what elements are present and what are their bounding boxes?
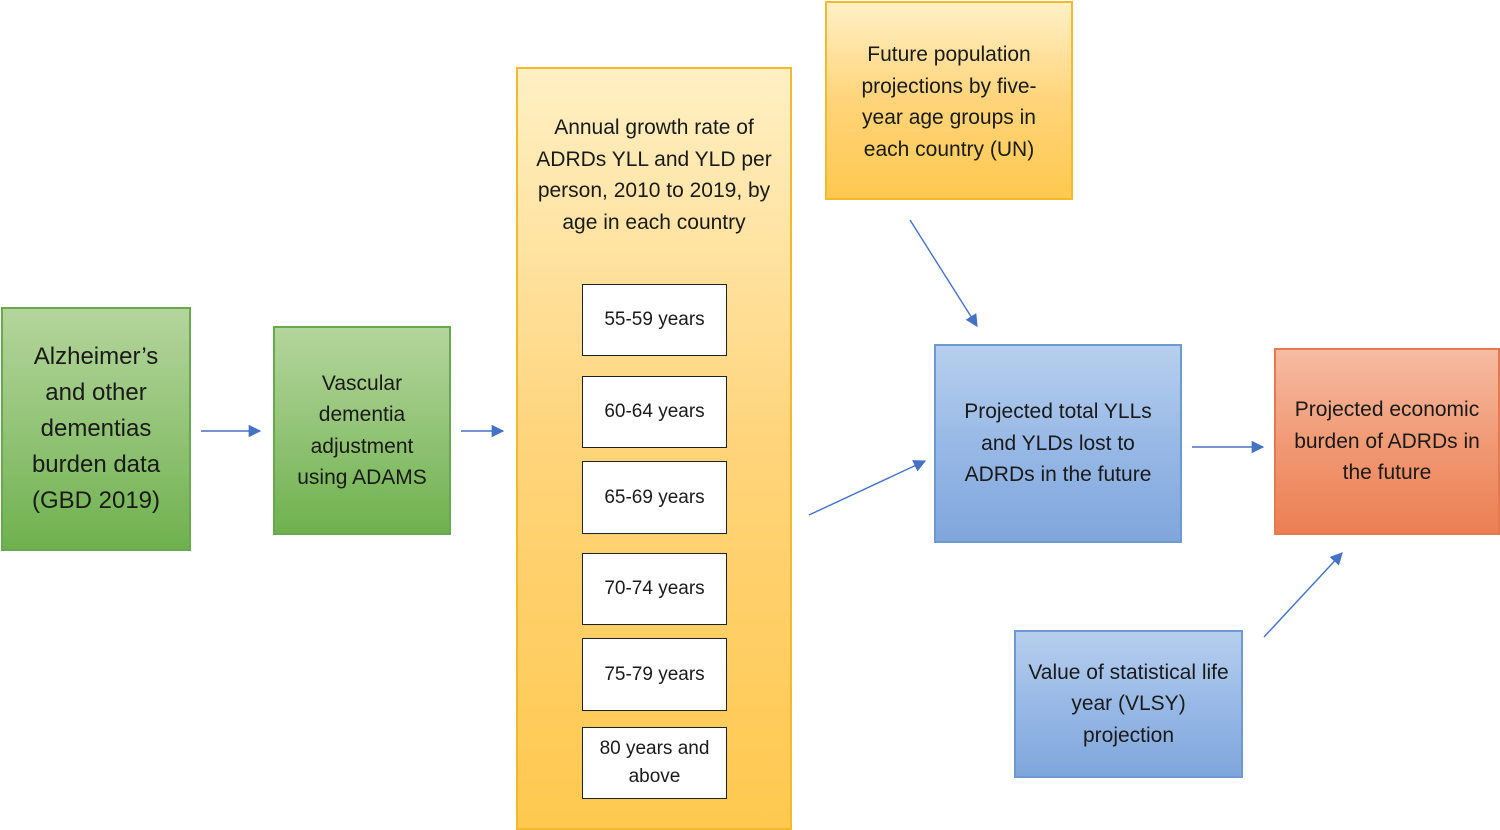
arrow-vlsy-to-economic <box>1263 552 1343 638</box>
economic-burden-box: Projected economic burden of ADRDs in th… <box>1274 348 1500 535</box>
age-group-label: 70-74 years <box>604 578 705 600</box>
projected-yll-yld-label: Projected total YLLs and YLDs lost to AD… <box>964 400 1152 487</box>
projected-yll-yld-box: Projected total YLLs and YLDs lost to AD… <box>934 344 1182 543</box>
age-group-label: 55-59 years <box>604 309 705 331</box>
gbd-data-box: Alzheimer’s and other dementias burden d… <box>1 307 191 551</box>
vlsy-box: Value of statistical life year (VLSY) pr… <box>1014 630 1243 778</box>
age-group-label: 80 years and above <box>599 738 710 787</box>
gbd-data-label: Alzheimer’s and other dementias burden d… <box>31 343 161 514</box>
age-group-box: 65-69 years <box>582 461 727 534</box>
arrow-growth-to-projected <box>808 460 927 516</box>
age-group-box: 70-74 years <box>582 553 727 625</box>
age-group-label: 60-64 years <box>604 401 705 423</box>
age-group-box: 60-64 years <box>582 376 727 448</box>
age-group-box: 75-79 years <box>582 638 727 711</box>
growth-rate-label: Annual growth rate of ADRDs YLL and YLD … <box>536 116 772 234</box>
age-group-label: 65-69 years <box>604 486 705 508</box>
vascular-adjustment-box: Vascular dementia adjustment using ADAMS <box>273 326 451 535</box>
economic-burden-label: Projected economic burden of ADRDs in th… <box>1294 398 1480 485</box>
age-group-box: 55-59 years <box>582 284 727 356</box>
age-group-box: 80 years and above <box>582 727 727 799</box>
population-projections-box: Future population projections by five-ye… <box>825 1 1073 200</box>
vascular-adjustment-label: Vascular dementia adjustment using ADAMS <box>297 371 427 490</box>
vlsy-label: Value of statistical life year (VLSY) pr… <box>1028 660 1229 747</box>
arrow-population-to-projected <box>909 219 978 328</box>
age-group-label: 75-79 years <box>604 663 705 685</box>
population-projections-label: Future population projections by five-ye… <box>861 43 1037 161</box>
